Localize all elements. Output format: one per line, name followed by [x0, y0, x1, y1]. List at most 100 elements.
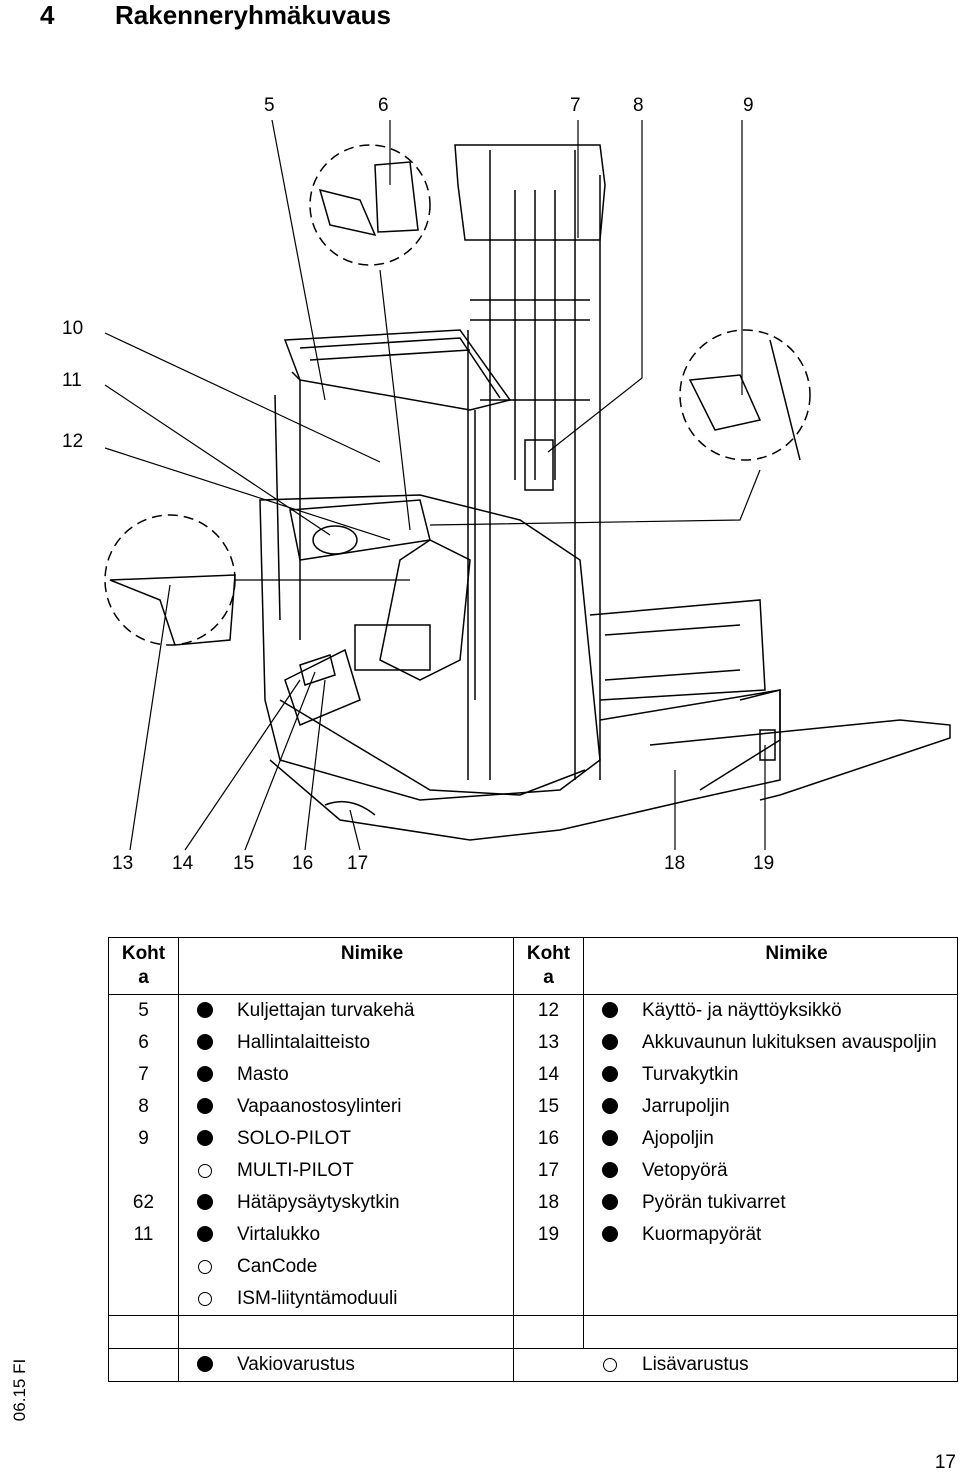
row-name-2: Turvakytkin: [642, 1064, 739, 1085]
filled-circle-icon: [602, 1034, 618, 1050]
filled-circle-icon: [197, 1002, 213, 1018]
row-position: 62: [108, 1187, 179, 1219]
filled-circle-icon: [197, 1130, 213, 1146]
callout-16: 16: [292, 853, 314, 874]
callout-15: 15: [233, 853, 255, 874]
row-symbol: [179, 1091, 232, 1123]
row-position: 7: [108, 1059, 179, 1091]
row-position-2: [513, 1283, 584, 1316]
row-position: 11: [108, 1219, 179, 1251]
filled-circle-icon: [602, 1066, 618, 1082]
table-row: ISM-liityntämoduuli: [108, 1283, 958, 1316]
row-name-2: Vetopyörä: [642, 1160, 728, 1181]
empty-circle-icon: [198, 1292, 212, 1306]
legend-row: Vakiovarustus Lisävarustus: [108, 1348, 958, 1382]
row-name: Masto: [231, 1059, 514, 1091]
table-spacer-row: [108, 1315, 958, 1349]
table-row: CanCode: [108, 1251, 958, 1283]
empty-circle-icon: [602, 1358, 617, 1372]
row-position: [108, 1155, 179, 1187]
legend-optional: Lisävarustus: [636, 1348, 958, 1382]
row-name-2: Pyörän tukivarret: [642, 1192, 786, 1213]
callout-11: 11: [62, 370, 82, 391]
filled-circle-icon: [602, 1098, 618, 1114]
row-symbol-2: [584, 1123, 637, 1155]
row-name-2: [636, 1251, 958, 1283]
callout-7: 7: [570, 95, 581, 116]
row-position: 5: [108, 994, 179, 1027]
filled-circle-icon: [197, 1226, 213, 1242]
row-name-2: Kuormapyörät: [642, 1224, 762, 1245]
document-code: 06.15 FI: [10, 1358, 29, 1422]
row-name: SOLO-PILOT: [231, 1123, 514, 1155]
filled-circle-icon: [602, 1130, 618, 1146]
filled-circle-icon: [602, 1226, 618, 1242]
callout-6: 6: [378, 95, 389, 116]
row-position-2: 17: [513, 1155, 584, 1187]
row-symbol-2: [584, 1219, 637, 1251]
empty-circle-icon: [198, 1260, 212, 1274]
truck-illustration: 5 6 7 8 9 10 11 12 13 14 15 16 17 18 19: [0, 40, 960, 920]
filled-circle-icon: [602, 1194, 618, 1210]
row-name-2: [636, 1283, 958, 1316]
row-position-2: 13: [513, 1027, 584, 1059]
row-symbol: [179, 995, 232, 1028]
empty-circle-icon: [198, 1164, 212, 1178]
filled-circle-icon: [197, 1066, 213, 1082]
row-symbol: [179, 1219, 232, 1251]
section-title: Rakenneryhmäkuvaus: [115, 0, 392, 30]
callout-10: 10: [62, 318, 84, 339]
row-position-2: 16: [513, 1123, 584, 1155]
row-symbol-2: [584, 1155, 637, 1187]
callout-14: 14: [172, 853, 194, 874]
callout-8: 8: [633, 95, 644, 116]
row-name-2: Ajopoljin: [642, 1128, 714, 1149]
row-symbol: [179, 1027, 232, 1059]
row-position-2: 18: [513, 1187, 584, 1219]
row-name: CanCode: [231, 1251, 514, 1283]
row-name: Hallintalaitteisto: [231, 1027, 514, 1059]
row-position-2: [513, 1251, 584, 1283]
row-name: Hätäpysäytyskytkin: [231, 1187, 514, 1219]
callout-19: 19: [753, 853, 775, 874]
callout-18: 18: [664, 853, 686, 874]
row-position: 6: [108, 1027, 179, 1059]
row-symbol-2: [584, 1187, 637, 1219]
filled-circle-icon: [197, 1098, 213, 1114]
row-symbol-2: [584, 1027, 637, 1059]
row-name: Virtalukko: [231, 1219, 514, 1251]
filled-circle-icon: [197, 1194, 213, 1210]
row-position: [108, 1251, 179, 1283]
row-position-2: 12: [513, 994, 584, 1027]
row-symbol-2: [584, 1283, 637, 1316]
section-number: 4: [40, 0, 55, 30]
filled-circle-icon: [197, 1034, 213, 1050]
row-symbol: [179, 1155, 232, 1187]
row-symbol-2: [584, 1251, 637, 1283]
page-number: 17: [934, 1452, 956, 1473]
row-symbol-2: [584, 1059, 637, 1091]
row-symbol: [179, 1251, 232, 1283]
row-symbol-2: [584, 1091, 637, 1123]
callout-13: 13: [112, 853, 134, 874]
callout-12: 12: [62, 431, 84, 452]
callout-17: 17: [347, 853, 369, 874]
header-symbol-spacer: [178, 937, 231, 995]
row-name-2: Jarrupoljin: [642, 1096, 730, 1117]
header-name-2: Nimike: [636, 937, 958, 995]
callout-9: 9: [743, 95, 754, 116]
row-name-2: Akkuvaunun lukituksen avauspoljin: [642, 1032, 937, 1053]
row-position-2: 15: [513, 1091, 584, 1123]
header-position: Koht a: [108, 937, 179, 995]
row-name-2: Käyttö- ja näyttöyksikkö: [642, 1000, 842, 1021]
legend-standard: Vakiovarustus: [231, 1348, 514, 1382]
callout-5: 5: [264, 95, 275, 116]
row-symbol: [179, 1059, 232, 1091]
row-name: ISM-liityntämoduuli: [231, 1283, 514, 1316]
filled-circle-icon: [197, 1356, 213, 1372]
section-heading: 4 Rakenneryhmäkuvaus: [40, 0, 391, 30]
